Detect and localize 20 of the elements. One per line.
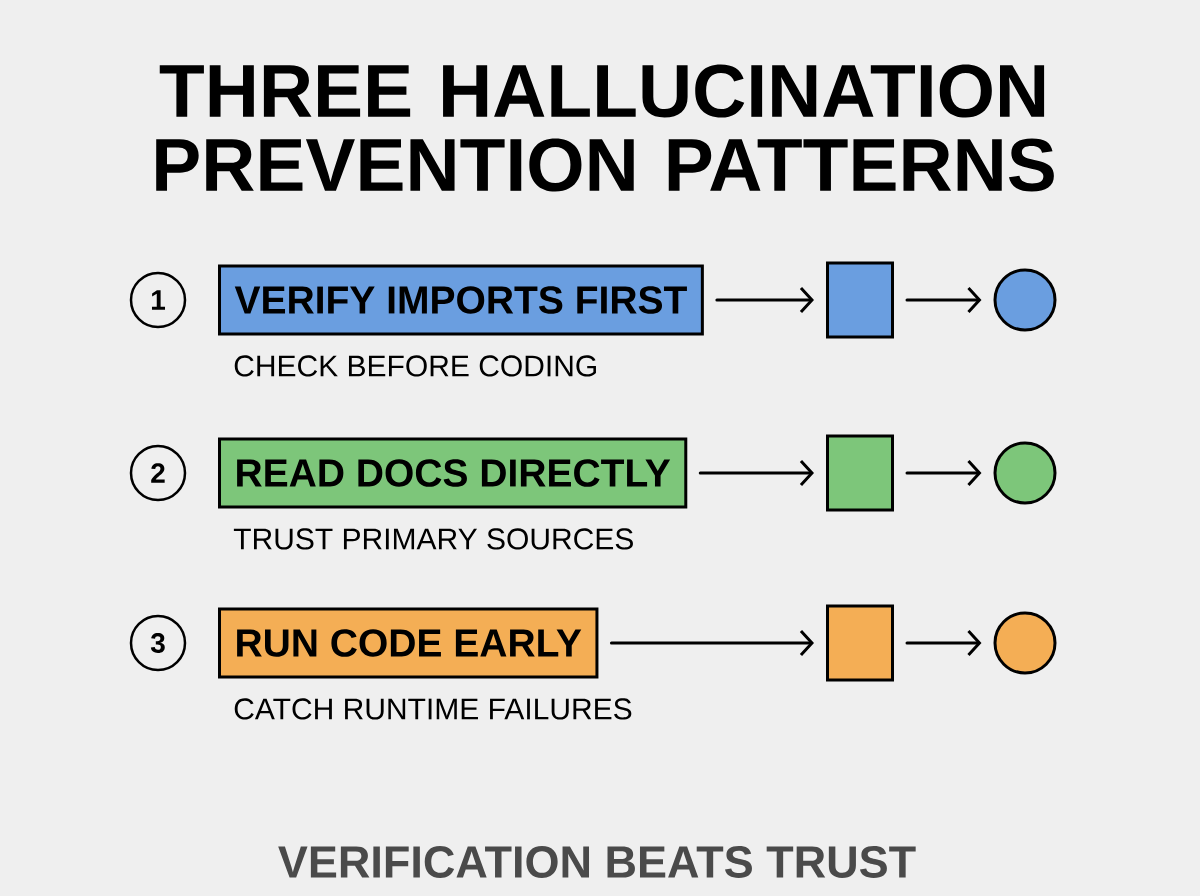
title: THREE HALLUCINATION PREVENTION PATTERNS xyxy=(156,64,1054,192)
square-shape xyxy=(826,434,894,512)
subtitle-text: TRUST PRIMARY SOURCES xyxy=(233,528,633,550)
arrow xyxy=(905,287,982,313)
circle-shape xyxy=(993,268,1057,332)
step-box: RUN CODE EARLY xyxy=(218,607,599,679)
arrow xyxy=(715,287,814,313)
subtitle-text: CATCH RUNTIME FAILURES xyxy=(234,698,632,720)
arrow xyxy=(698,460,814,486)
subtitle-text: CHECK BEFORE CODING xyxy=(234,355,596,377)
step-box: READ DOCS DIRECTLY xyxy=(218,437,688,509)
arrow xyxy=(905,630,982,656)
step-box: VERIFY IMPORTS FIRST xyxy=(218,264,704,336)
circle-shape xyxy=(993,611,1057,675)
arrow xyxy=(609,630,814,656)
arrow xyxy=(905,460,982,486)
square-shape xyxy=(826,604,894,682)
circle-shape xyxy=(993,441,1057,505)
caption: VERIFICATION BEATS TRUST xyxy=(278,846,916,878)
square-shape xyxy=(826,261,894,339)
